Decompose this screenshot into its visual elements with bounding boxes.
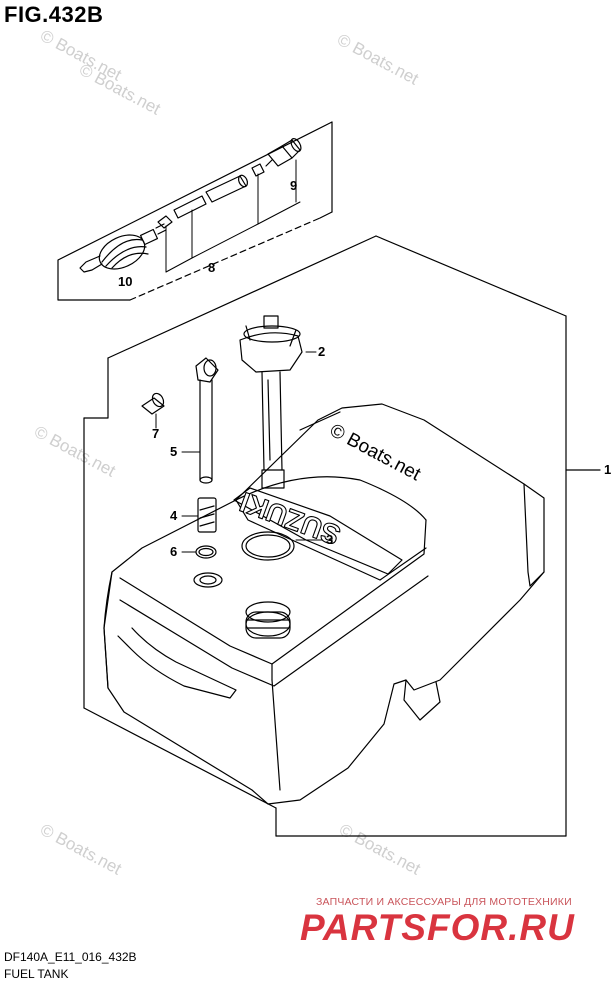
o-ring-small: [181, 545, 217, 559]
banner-brand[interactable]: PARTSFOR.RU: [300, 907, 575, 948]
tank-group-bracket: [83, 235, 601, 837]
callout-4: 4: [170, 508, 178, 523]
fuel-filter: [181, 497, 217, 533]
callout-8: 8: [208, 260, 216, 275]
callout-2: 2: [318, 344, 326, 359]
callout-7: 7: [152, 426, 160, 441]
callout-9: 9: [290, 178, 298, 193]
fuel-connector: [265, 138, 302, 167]
fuel-hose: [157, 163, 265, 229]
callout-3: 3: [326, 532, 334, 547]
figure-title: FIG.432B: [4, 2, 104, 27]
pickup-elbow: [181, 357, 219, 484]
fuel-tank: [103, 403, 545, 805]
callout-5: 5: [170, 444, 178, 459]
fuel-gauge: [239, 315, 317, 489]
hose-assembly-bracket: [57, 121, 333, 301]
banner-tagline: ЗАПЧАСТИ И АКСЕССУАРЫ ДЛЯ МОТОТЕХНИКИ: [316, 896, 572, 908]
callout-1: 1: [604, 462, 612, 477]
callout-6: 6: [170, 544, 178, 559]
callout-10: 10: [118, 274, 133, 289]
primer-bulb: [79, 223, 167, 273]
gasket-3: [241, 531, 323, 561]
air-vent: [141, 392, 165, 429]
callout-leaders-upper: [165, 159, 301, 273]
diagram-code: DF140A_E11_016_432B: [4, 950, 137, 964]
diagram-name: FUEL TANK: [4, 967, 69, 981]
